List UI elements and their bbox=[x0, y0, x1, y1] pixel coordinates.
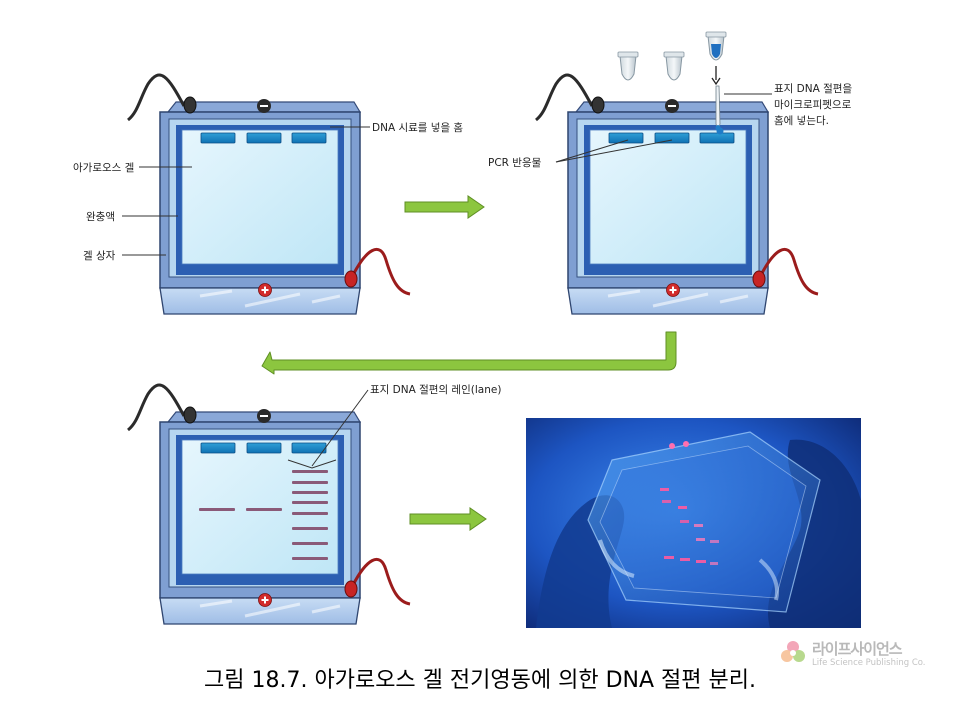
figure-caption: 그림 18.7. 아가로오스 겔 전기영동에 의한 DNA 절편 분리. bbox=[204, 668, 756, 693]
sample-well-label: DNA 시료를 넣을 홈 bbox=[372, 121, 463, 134]
micropipette bbox=[715, 85, 721, 132]
buffer-label: 완충액 bbox=[86, 210, 115, 223]
marker-note-line-2: 마이크로피펫으로 bbox=[774, 99, 852, 111]
marker-note-line-1: 표지 DNA 절편을 bbox=[774, 82, 852, 95]
flower-icon bbox=[781, 641, 805, 662]
sample-tubes bbox=[617, 31, 727, 86]
logo-korean: 라이프사이언스 bbox=[812, 640, 903, 658]
arrow-right-1 bbox=[404, 195, 485, 219]
arrow-down-left bbox=[261, 331, 677, 375]
dna-bands bbox=[199, 470, 328, 560]
labels-panel-3: 표지 DNA 절편의 레인(lane) bbox=[287, 383, 501, 469]
marker-lane-label: 표지 DNA 절편의 레인(lane) bbox=[370, 383, 501, 396]
gel-photo-uv bbox=[526, 418, 861, 628]
labels-panel-1: DNA 시료를 넣을 홈 아가로오스 겔 완충액 겔 상자 bbox=[73, 121, 463, 262]
agarose-gel-label: 아가로오스 겔 bbox=[73, 162, 134, 174]
pcr-product-label: PCR 반응물 bbox=[488, 157, 542, 169]
marker-note-line-3: 홈에 넣는다. bbox=[774, 114, 829, 127]
gel-box-setup bbox=[126, 73, 412, 316]
publisher-logo: 라이프사이언스 Life Science Publishing Co. bbox=[778, 636, 938, 676]
logo-english: Life Science Publishing Co. bbox=[812, 658, 926, 668]
gel-box-result bbox=[126, 383, 412, 626]
arrow-right-2 bbox=[409, 507, 487, 531]
gel-box-label: 겔 상자 bbox=[83, 250, 116, 262]
labels-panel-2: 표지 DNA 절편을 마이크로피펫으로 홈에 넣는다. PCR 반응물 bbox=[488, 82, 852, 169]
